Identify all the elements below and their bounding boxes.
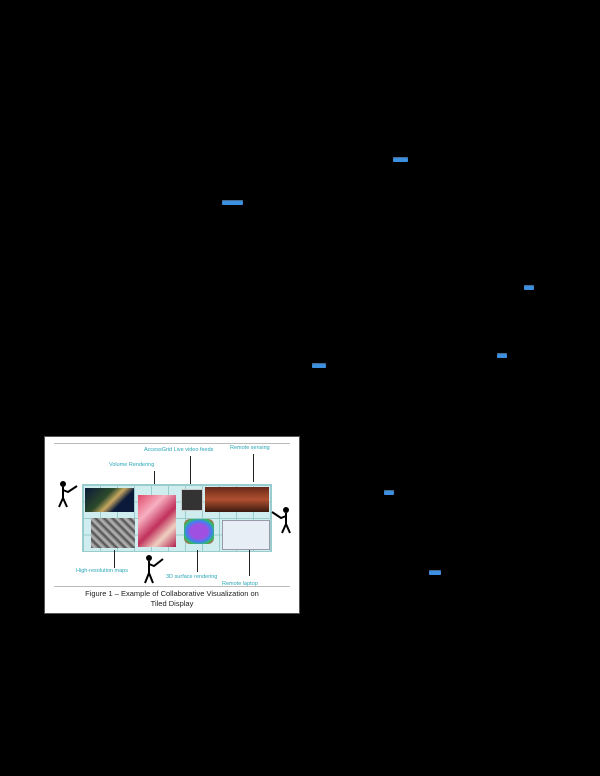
- surface-rendering-tile: [184, 519, 214, 544]
- video-feeds-tile: [181, 489, 203, 511]
- link-marker[interactable]: [393, 157, 408, 162]
- arrow-surface: [197, 550, 198, 572]
- remote-sensing-tile: [205, 487, 269, 512]
- tiled-display-wall: [82, 484, 272, 552]
- link-marker[interactable]: [429, 570, 441, 575]
- arrow-laptop: [249, 550, 250, 576]
- label-volume-rendering: Volume Rendering: [109, 462, 155, 468]
- person-icon: [271, 507, 291, 534]
- link-marker[interactable]: [524, 285, 534, 290]
- label-high-res-maps: High-resolution maps: [76, 568, 128, 574]
- link-marker[interactable]: [312, 363, 326, 368]
- remote-laptop-tile: [222, 520, 270, 550]
- label-remote-laptop: Remote laptop: [222, 581, 258, 587]
- figure-caption: Figure 1 – Example of Collaborative Visu…: [45, 589, 299, 609]
- label-surface-rendering: 3D surface rendering: [166, 574, 218, 580]
- caption-line-1: Figure 1 – Example of Collaborative Visu…: [85, 589, 259, 598]
- high-res-map-tile: [91, 518, 135, 548]
- link-marker[interactable]: [384, 490, 394, 495]
- person-icon: [144, 555, 164, 584]
- link-marker[interactable]: [497, 353, 507, 358]
- arrow-remote-sensing: [253, 454, 254, 482]
- link-marker[interactable]: [222, 200, 243, 205]
- person-icon: [58, 481, 78, 508]
- label-accessgrid: AccessGrid Live video feeds: [144, 447, 214, 453]
- volume-rendering-tile: [138, 495, 176, 547]
- arrow-high-res: [114, 550, 115, 568]
- figure-image: AccessGrid Live video feeds Remote sensi…: [54, 443, 291, 587]
- arrow-volume: [154, 471, 155, 487]
- world-map-tile: [85, 488, 134, 512]
- label-remote-sensing: Remote sensing: [230, 445, 270, 451]
- arrow-accessgrid: [190, 456, 191, 484]
- caption-line-2: Tiled Display: [150, 599, 194, 608]
- figure-1: AccessGrid Live video feeds Remote sensi…: [44, 436, 300, 614]
